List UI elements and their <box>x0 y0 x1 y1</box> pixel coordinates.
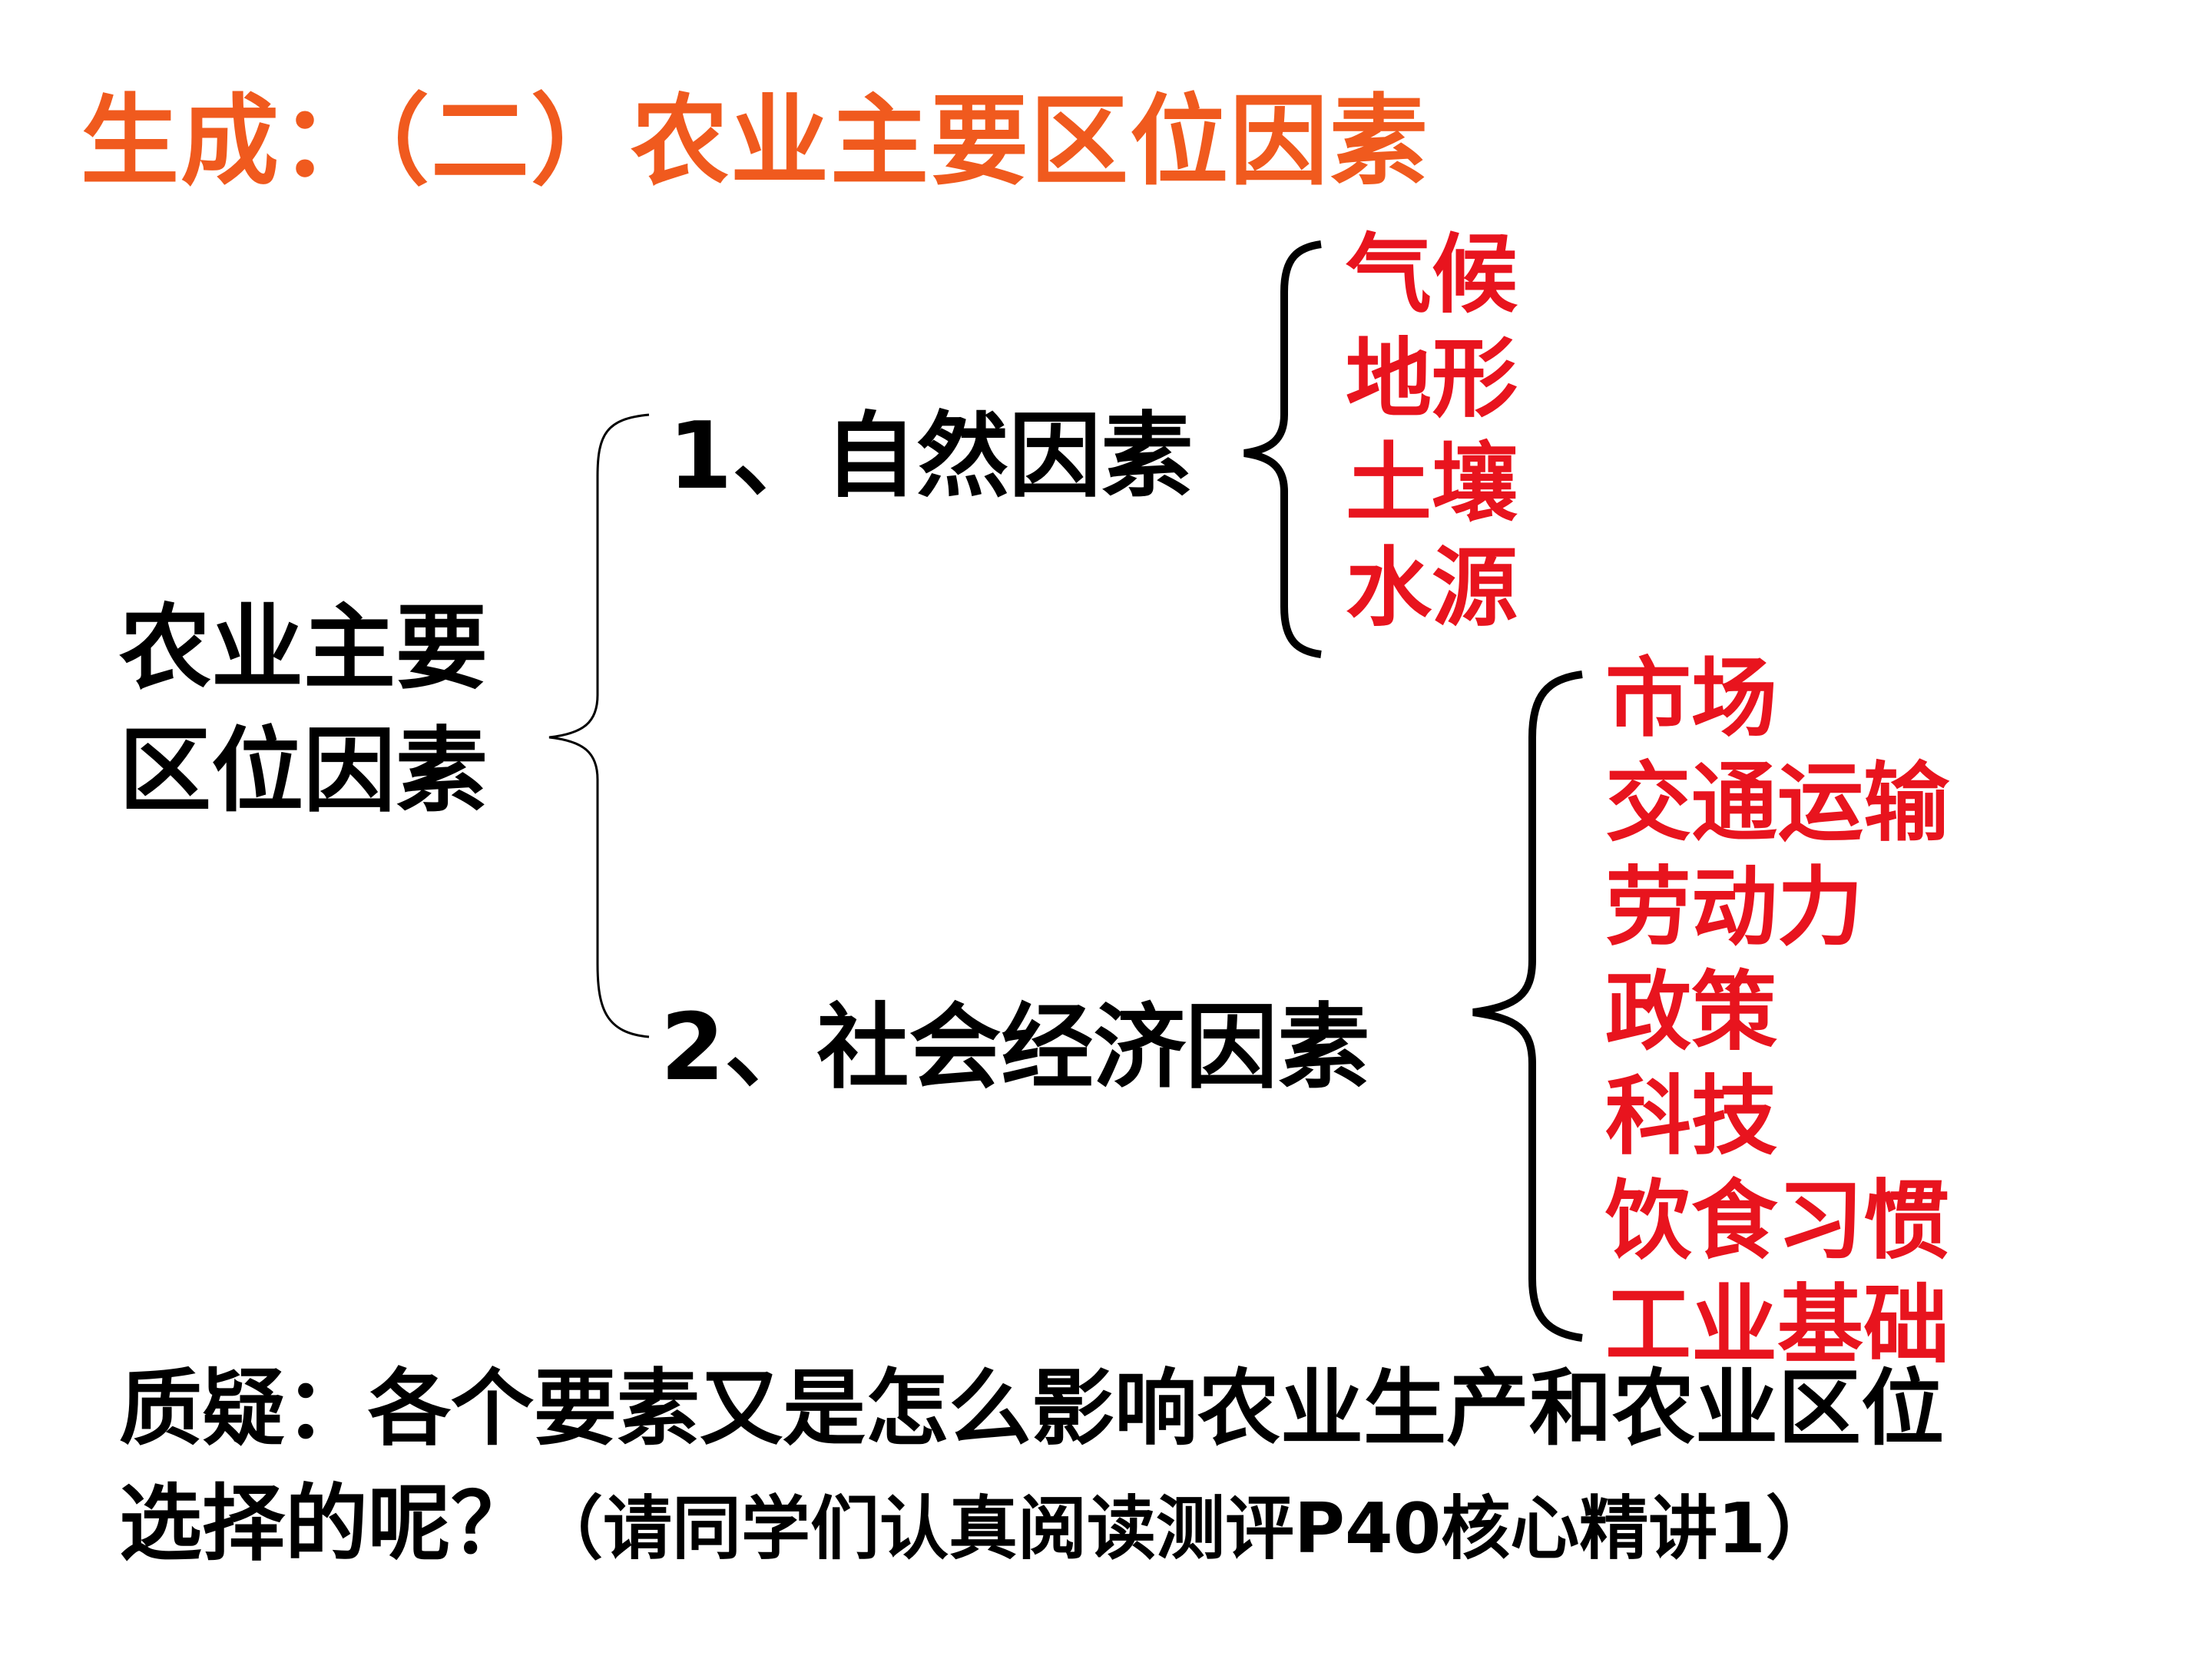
factor-item: 劳动力 <box>1605 858 1863 958</box>
factor-item: 气候 <box>1346 225 1518 325</box>
root-label-line1: 农业主要 <box>119 595 488 702</box>
factor-item: 水源 <box>1346 538 1518 638</box>
root-brace <box>548 413 650 1038</box>
factor-item: 政策 <box>1605 962 1777 1062</box>
factor-item: 交通运输 <box>1605 753 1949 853</box>
factor-item: 科技 <box>1605 1067 1777 1167</box>
factor-item: 土壤 <box>1346 434 1518 534</box>
branch-natural: 1、自然因素 <box>668 403 1194 510</box>
social-brace <box>1472 671 1583 1342</box>
factor-item: 工业基础 <box>1605 1276 1949 1376</box>
question-note: （请同学们认真阅读测评P40核心精讲1） <box>534 1488 1835 1569</box>
question-line-1: 质疑：各个要素又是怎么影响农业生产和农业区位 <box>119 1361 1945 1457</box>
factor-item: 市场 <box>1605 649 1777 749</box>
root-label-line2: 区位因素 <box>119 718 488 825</box>
factor-item: 地形 <box>1346 329 1518 429</box>
natural-brace <box>1243 240 1322 658</box>
branch-social-economic: 2、社会经济因素 <box>661 995 1370 1101</box>
social-factor-list: 市场 交通运输 劳动力 政策 科技 饮食习惯 工业基础 <box>1605 647 1949 1378</box>
question-line-2: 选择的呢？（请同学们认真阅读测评P40核心精讲1） <box>119 1467 1835 1587</box>
factor-item: 饮食习惯 <box>1605 1171 1949 1271</box>
slide-title: 生成：（二）农业主要区位因素 <box>81 84 1430 199</box>
root-label: 农业主要 区位因素 <box>119 588 488 833</box>
question-main: 选择的呢？ <box>119 1476 535 1572</box>
natural-factor-list: 气候 地形 土壤 水源 <box>1346 223 1518 641</box>
